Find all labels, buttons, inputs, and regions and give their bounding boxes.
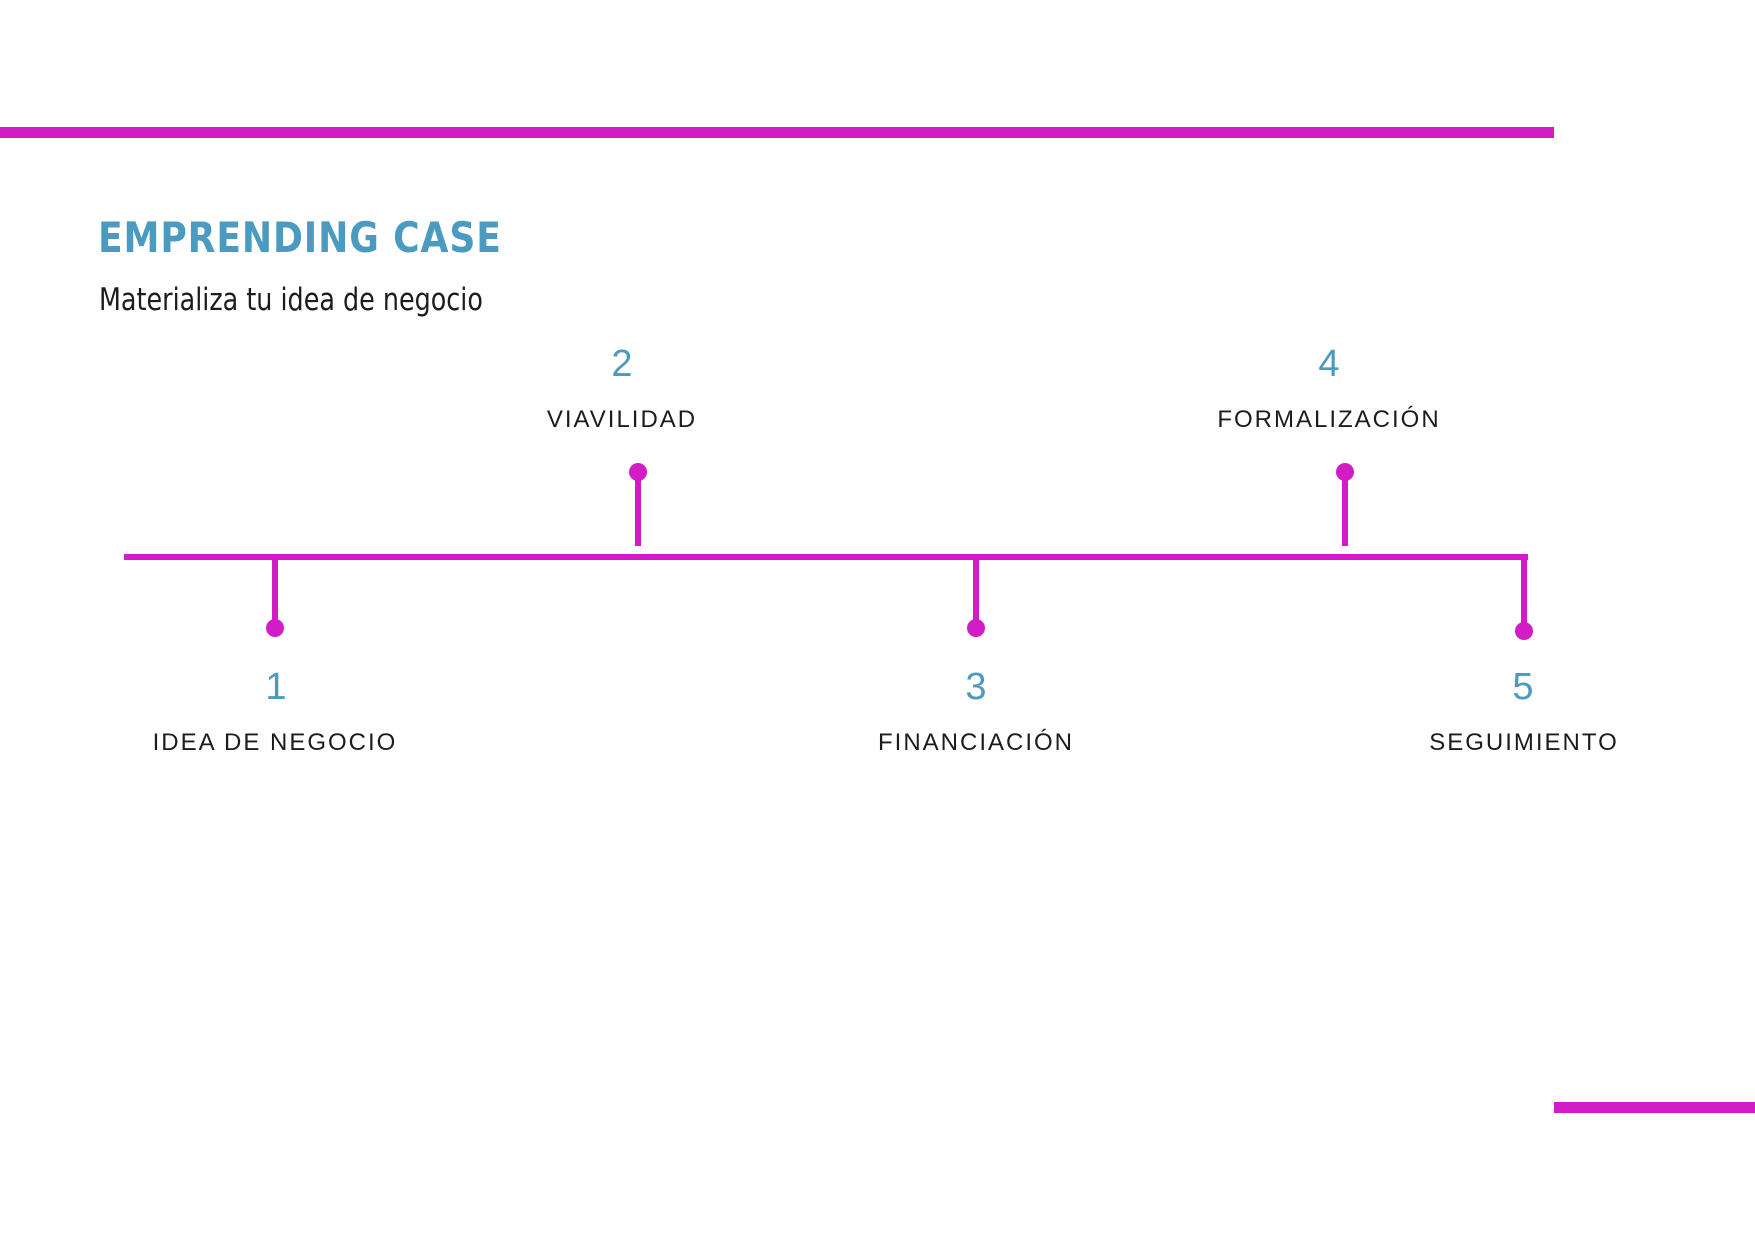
step-3-label: FINANCIACIÓN (877, 729, 1074, 756)
page-subtitle: Materializa tu idea de negocio (99, 282, 483, 318)
step-1-label: IDEA DE NEGOCIO (152, 729, 398, 756)
bottom-accent-bar (1554, 1102, 1755, 1113)
top-accent-bar (0, 127, 1554, 138)
step-2-label: VIAVILIDAD (546, 406, 698, 433)
marker-step-2 (629, 463, 647, 481)
step-5-label: SEGUIMIENTO (1429, 729, 1619, 756)
step-5-number: 5 (1512, 666, 1534, 708)
step-1-number: 1 (265, 666, 287, 708)
step-2-number: 2 (611, 343, 633, 385)
marker-step-3 (967, 619, 985, 637)
page-title: EMPRENDING CASE (98, 213, 502, 262)
marker-step-4 (1336, 463, 1354, 481)
step-4-label: FORMALIZACIÓN (1217, 406, 1441, 433)
marker-step-1 (266, 619, 284, 637)
marker-step-5 (1515, 622, 1533, 640)
step-4-number: 4 (1318, 343, 1340, 385)
step-3-number: 3 (965, 666, 987, 708)
